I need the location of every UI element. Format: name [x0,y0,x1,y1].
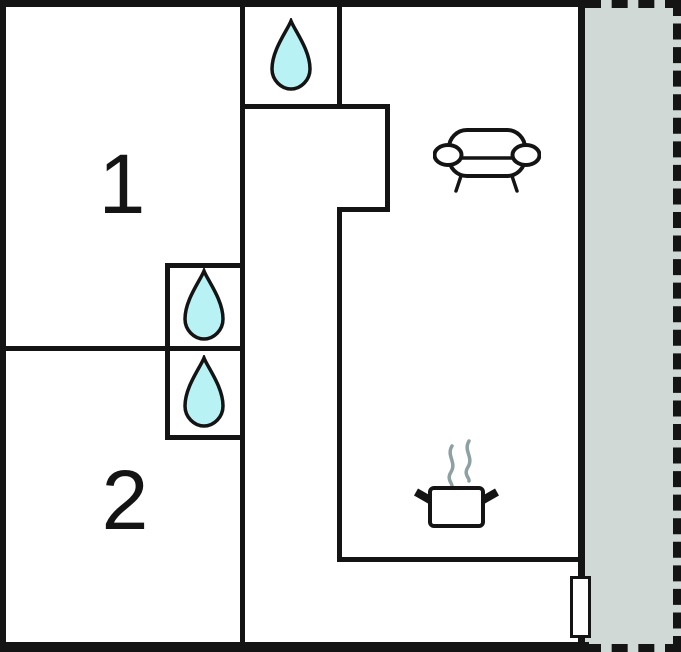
wall-hall-step-bottom [337,207,390,212]
terrace-area [585,0,681,652]
wall-bathroom-box-top [165,263,245,268]
wall-corridor-left [240,0,245,642]
wall-kitchen-bottom [337,557,583,562]
sofa-icon [433,128,541,193]
wall-exterior-top [0,0,585,7]
wall-exterior-right [578,0,585,642]
wall-bathroom-box-left [165,263,170,440]
water-drop-icon [270,18,312,91]
water-drop-icon [183,355,225,428]
entrance-door [570,576,591,638]
room-1-label: 1 [98,137,146,231]
cooking-pot-icon [414,439,499,528]
wall-corridor-right [337,207,342,562]
wall-exterior-left [0,0,6,652]
wall-exterior-bottom [0,642,589,652]
wall-bathroom-box-bottom [165,435,245,440]
room-2-label: 2 [101,453,149,547]
wall-room-divider [0,346,245,351]
wall-bathroom-top-right [337,0,342,108]
wall-hall-step-right [385,104,390,212]
wall-bathroom-top-bottom [240,104,390,109]
water-drop-icon [183,268,225,341]
